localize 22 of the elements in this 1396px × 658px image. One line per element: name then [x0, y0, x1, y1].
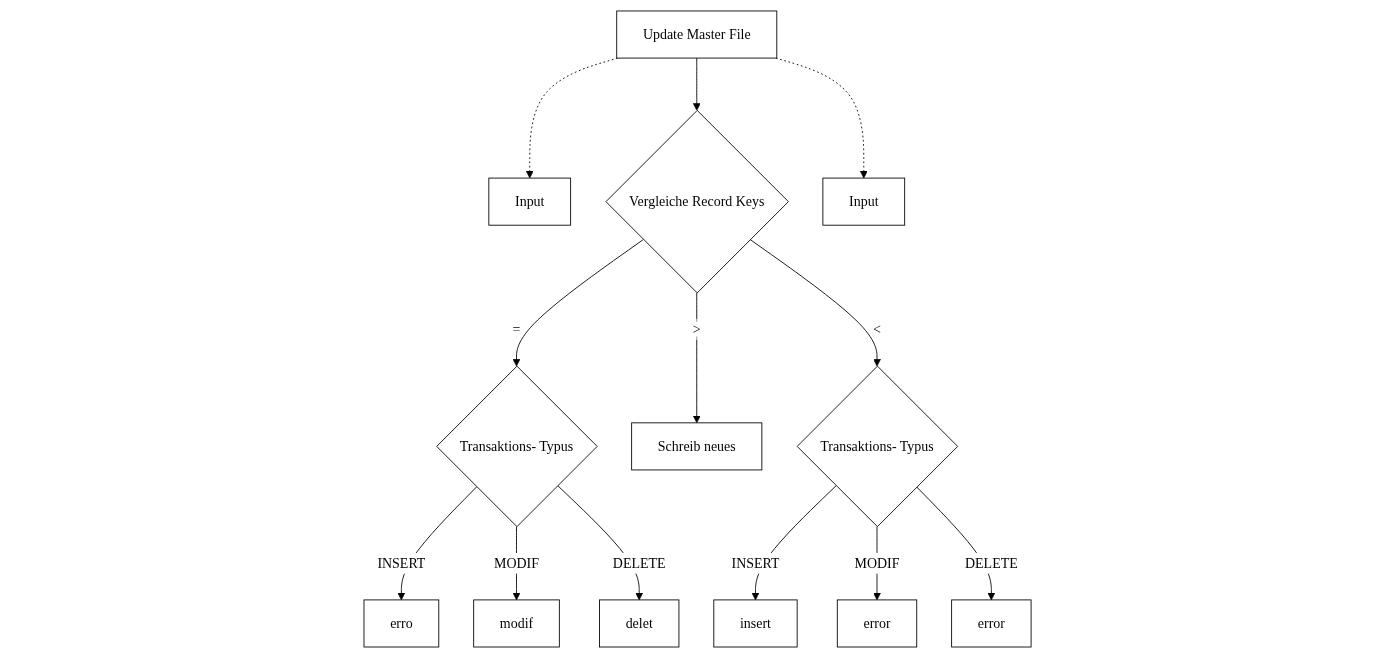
edge-label: INSERT — [731, 555, 780, 571]
node-box: Input — [488, 177, 572, 226]
edge-label: = — [513, 321, 521, 337]
edge-label: MODIF — [855, 555, 900, 571]
node-box: insert — [713, 599, 799, 648]
edge-label: MODIF — [494, 555, 540, 571]
node-box: error — [951, 599, 1032, 648]
node-diamond: Transaktions- Typus — [797, 365, 959, 528]
node-box: error — [837, 599, 918, 648]
node-box: Input — [822, 177, 906, 226]
edge-label: > — [693, 321, 702, 337]
node-box: modif — [473, 599, 561, 648]
node-box: Update Master File — [616, 10, 778, 59]
node-box: Schreib neues — [631, 422, 763, 471]
edge-label: < — [873, 321, 882, 337]
edge-label: INSERT — [377, 555, 426, 571]
node-diamond: Transaktions- Typus — [436, 365, 599, 528]
node-box: delet — [599, 599, 680, 648]
edge-label: DELETE — [613, 555, 667, 571]
node-box: erro — [364, 599, 440, 648]
edge-label: DELETE — [965, 555, 1019, 571]
node-diamond: Vergleiche Record Keys — [606, 109, 790, 294]
